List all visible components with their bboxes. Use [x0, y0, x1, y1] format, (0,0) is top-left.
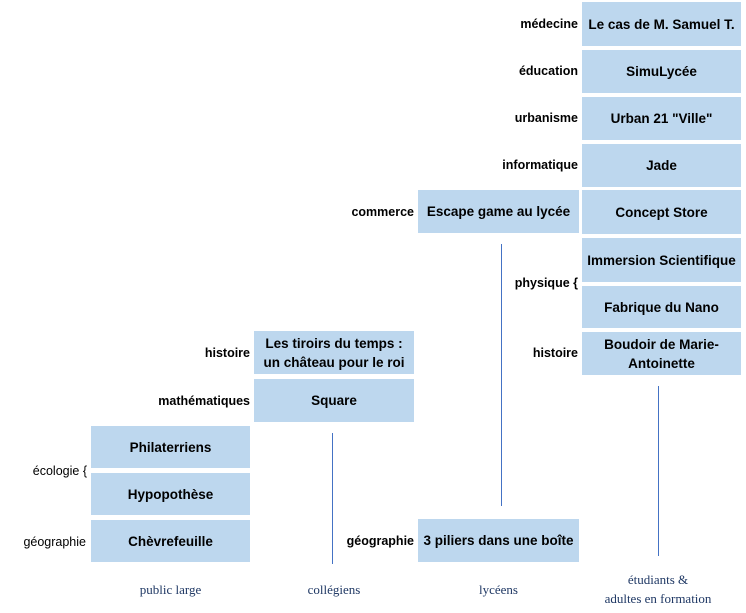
box-label: Chèvrefeuille — [128, 533, 213, 549]
box-label: Philaterriens — [129, 439, 212, 455]
box-label: Escape game au lycée — [426, 204, 571, 219]
label-geographie-lycees: géographie — [346, 534, 414, 548]
column-label-lyceens: lycéens — [479, 582, 518, 597]
label-urbanisme: urbanisme — [514, 111, 578, 125]
box-concept-store: Concept Store — [582, 190, 741, 234]
box-label: Fabrique du Nano — [604, 299, 719, 315]
label-physique: physique { — [514, 276, 578, 290]
box-samuel-t: Le cas de M. Samuel T. — [582, 2, 741, 46]
box-immersion-scientifique: Immersion Scientifique — [582, 238, 741, 282]
box-label: Square — [311, 393, 357, 408]
box-label: Jade — [646, 158, 677, 173]
label-geographie-public: géographie — [23, 535, 86, 549]
box-label: Le cas de M. Samuel T. — [588, 16, 735, 32]
label-ecologie: écologie { — [32, 464, 87, 478]
box-label-line1: Les tiroirs du temps : — [265, 335, 403, 351]
box-label: 3 piliers dans une boîte — [423, 533, 574, 548]
box-label: SimuLycée — [626, 64, 697, 79]
box-chevrefeuille: Chèvrefeuille — [91, 520, 250, 562]
box-label: Urban 21 "Ville" — [610, 111, 713, 126]
connector-line-colleges — [332, 433, 333, 564]
label-mathematiques: mathématiques — [158, 394, 250, 408]
box-escape-game: Escape game au lycée — [418, 190, 579, 233]
box-fabrique-du-nano: Fabrique du Nano — [582, 286, 741, 328]
column-label-public-large: public large — [139, 582, 202, 597]
connector-line-lycees — [501, 244, 502, 506]
column-label-etudiants-line2: adultes en formation — [604, 591, 712, 606]
box-philaterriens: Philaterriens — [91, 426, 250, 468]
label-medecine: médecine — [520, 17, 578, 31]
box-label: Immersion Scientifique — [587, 252, 736, 268]
box-urban-21: Urban 21 "Ville" — [582, 97, 741, 140]
column-label-etudiants: étudiants & adultes en formation — [570, 570, 746, 608]
box-3-piliers: 3 piliers dans une boîte — [418, 519, 579, 562]
box-hypopothese: Hypopothèse — [91, 473, 250, 515]
box-label-line2: un château pour le roi — [263, 354, 405, 370]
box-jade: Jade — [582, 144, 741, 187]
box-label-line2: Antoinette — [628, 355, 695, 371]
box-boudoir-marie-antoinette: Boudoir de Marie- Antoinette — [582, 332, 741, 375]
label-histoire-colleges: histoire — [204, 346, 250, 360]
label-informatique: informatique — [502, 158, 578, 172]
connector-line-etudiants — [658, 386, 659, 556]
column-label-etudiants-line1: étudiants & — [627, 572, 689, 587]
label-commerce: commerce — [351, 205, 414, 219]
box-label: Concept Store — [615, 204, 708, 220]
box-tiroirs-du-temps: Les tiroirs du temps : un château pour l… — [254, 331, 414, 374]
box-label-line1: Boudoir de Marie- — [604, 336, 719, 352]
box-simulycee: SimuLycée — [582, 50, 741, 93]
label-education: éducation — [518, 64, 578, 78]
column-label-collegiens: collégiens — [307, 582, 361, 597]
box-label: Hypopothèse — [127, 486, 214, 502]
box-square: Square — [254, 379, 414, 422]
label-histoire-etudiants: histoire — [532, 346, 578, 360]
